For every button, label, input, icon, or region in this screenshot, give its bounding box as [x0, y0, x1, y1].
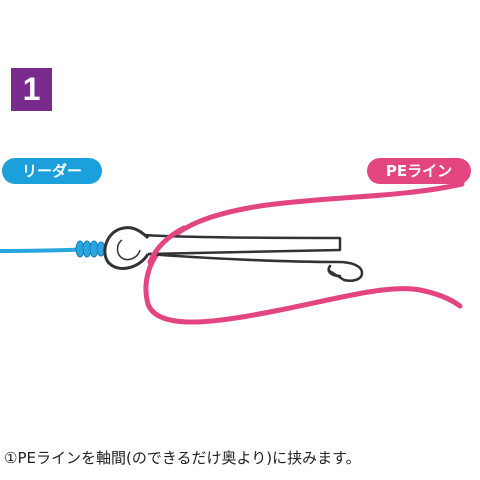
- leader-line: [0, 240, 124, 258]
- instruction-caption: ①PEラインを軸間(のできるだけ奥より)に挟みます。: [4, 449, 361, 467]
- pe-line: [143, 181, 465, 325]
- step-number-badge: 1: [11, 68, 52, 111]
- pe-line-label: PEライン: [367, 158, 471, 184]
- snap-icon: [103, 226, 364, 282]
- leader-label: リーダー: [2, 158, 102, 184]
